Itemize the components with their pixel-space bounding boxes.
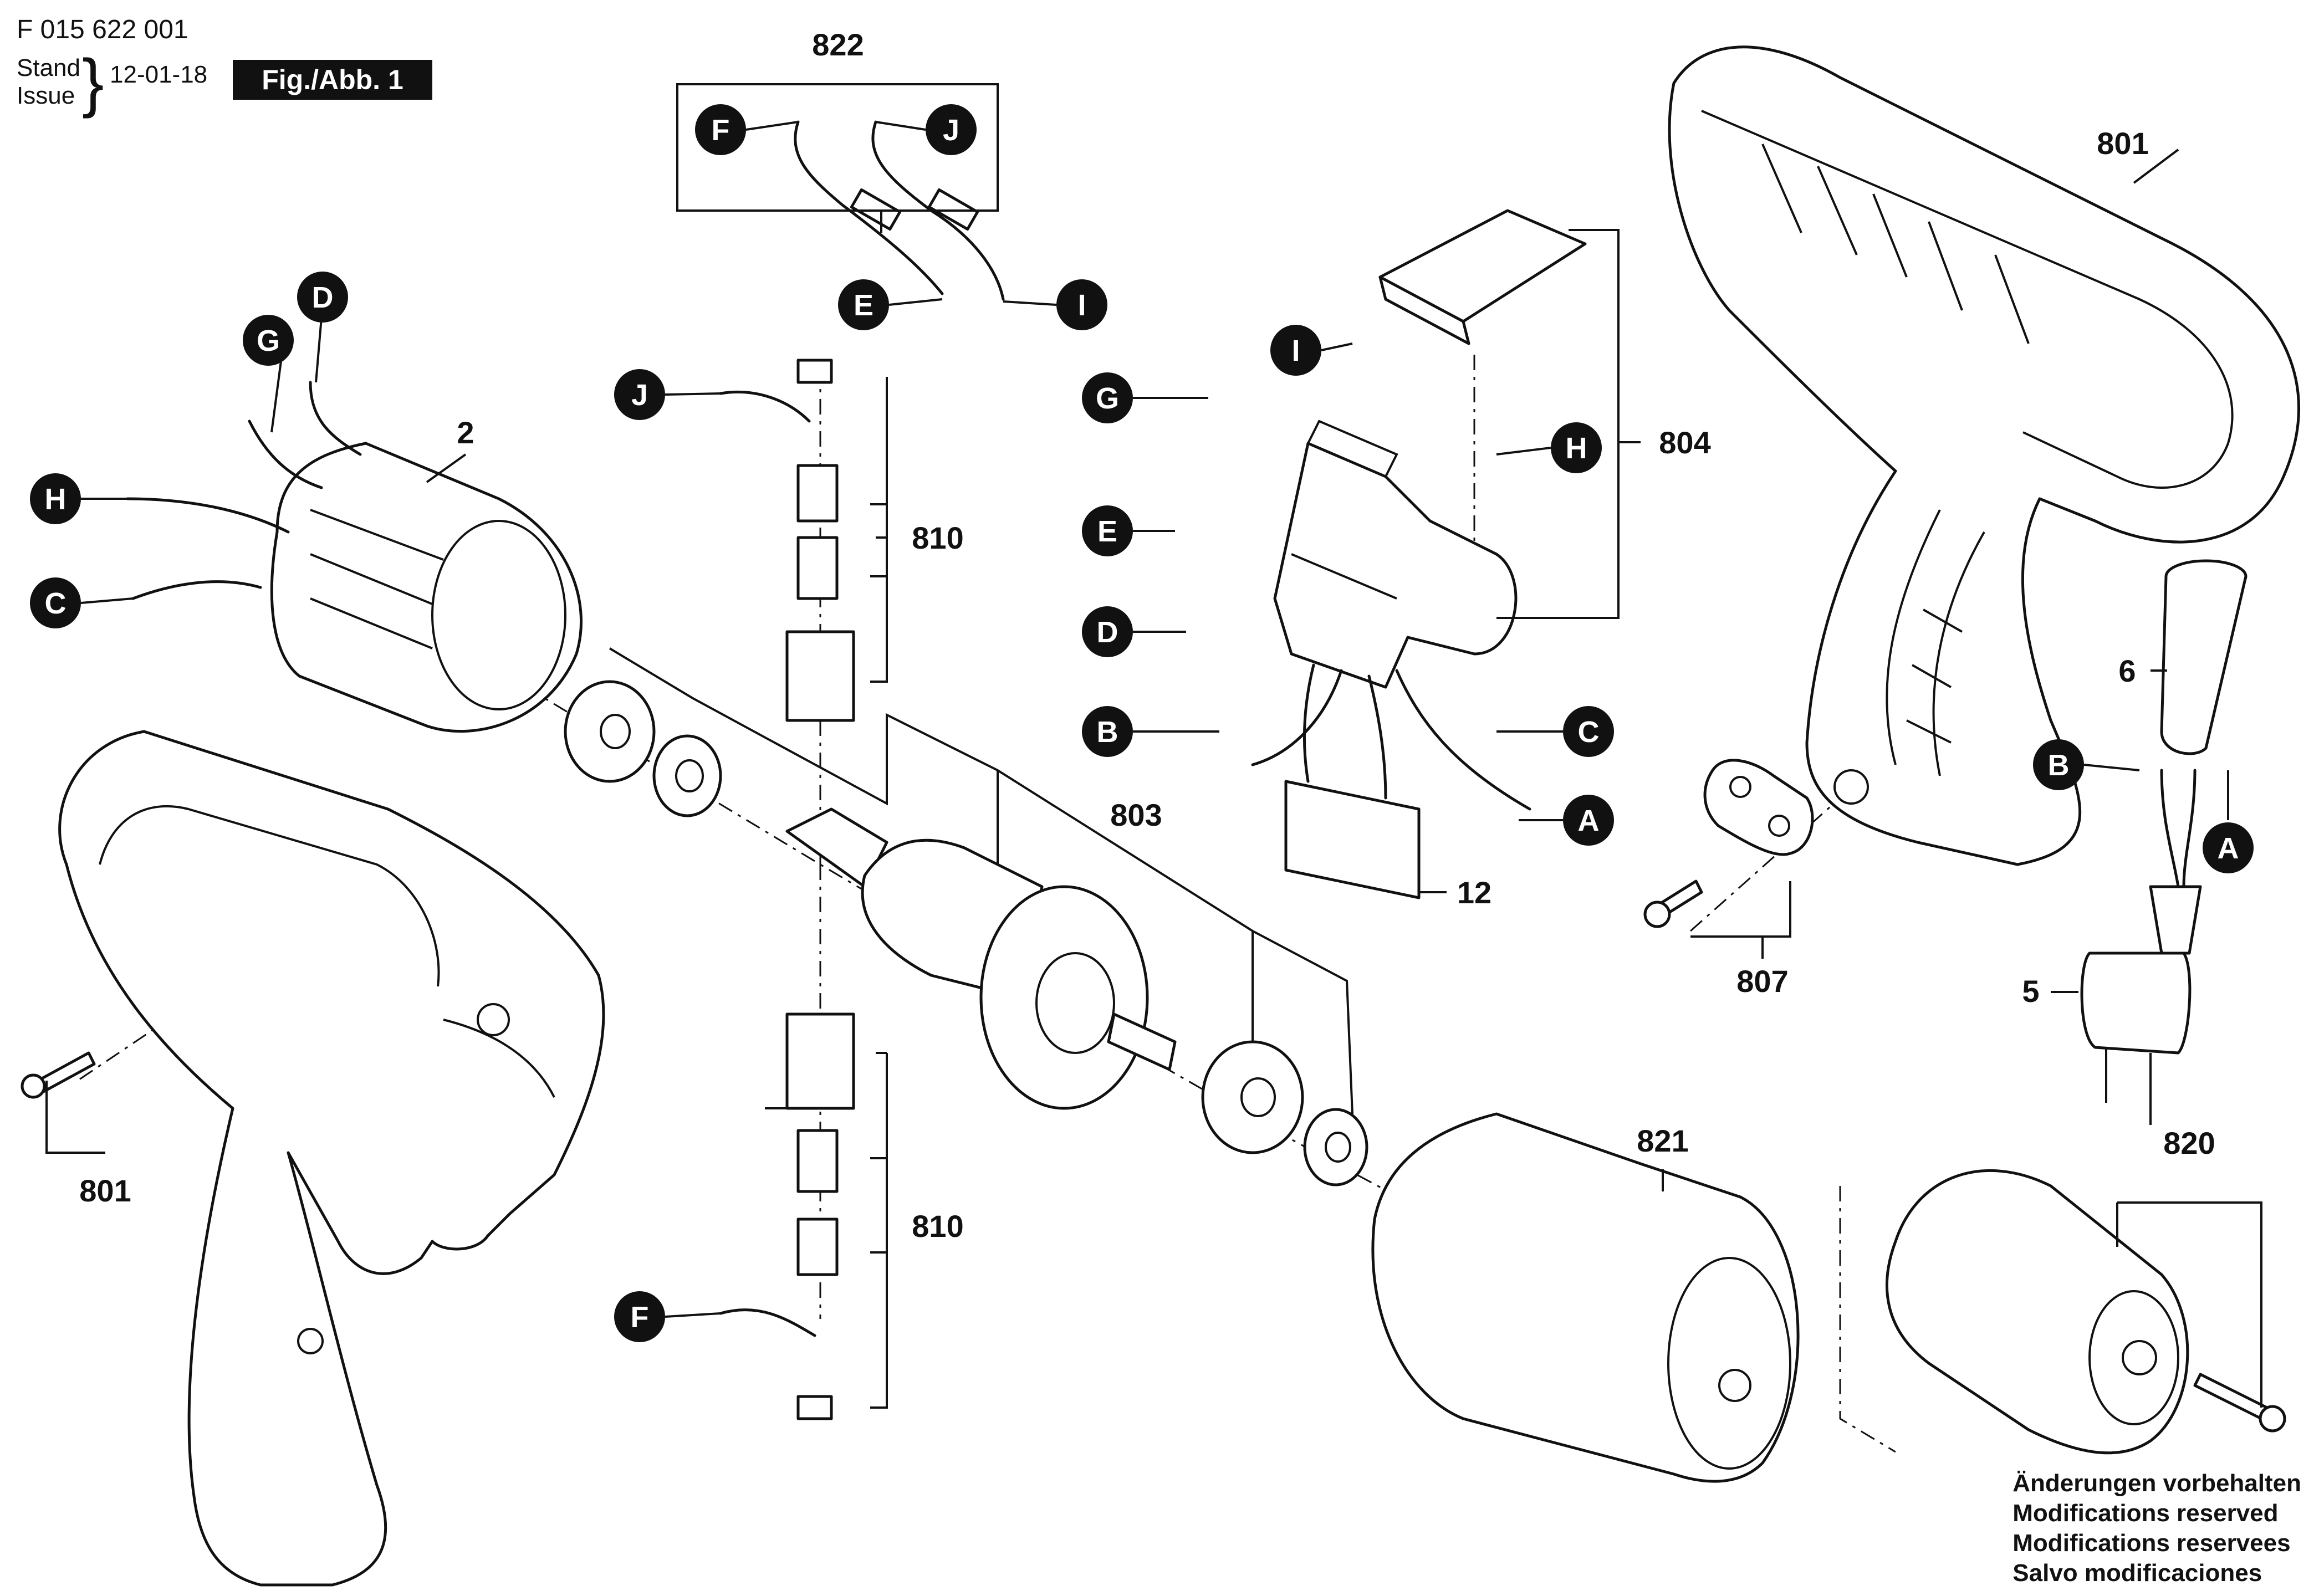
- cable-clamp-part: [1643, 759, 1814, 928]
- brace-glyph: }: [82, 46, 104, 119]
- bullet-F-cable: F: [695, 104, 746, 155]
- stand-issue-label: Stand Issue: [17, 54, 80, 109]
- bullet-E-switch: E: [1082, 505, 1133, 556]
- chuck-part: [1886, 1169, 2286, 1455]
- svg-text:D: D: [1097, 616, 1118, 649]
- brush-holder-bottom-part: [719, 1012, 855, 1420]
- svg-text:F: F: [631, 1301, 649, 1334]
- label-820: 820: [2163, 1126, 2215, 1160]
- drawing-number: F 015 622 001: [17, 15, 188, 44]
- bullet-H-coil: H: [30, 473, 81, 524]
- bullet-B-cord: B: [2033, 739, 2084, 790]
- wire-bullets: F J E I G D H C J F I G H E D B C A B A: [30, 104, 2254, 1342]
- svg-text:C: C: [1578, 715, 1600, 749]
- label-12: 12: [1457, 875, 1491, 910]
- brush-holder-top-part: [719, 359, 855, 722]
- bullet-I-cable: I: [1056, 279, 1107, 330]
- bullet-G-switch: G: [1082, 372, 1133, 423]
- bullet-D-coil: D: [297, 272, 348, 323]
- svg-text:I: I: [1077, 289, 1086, 322]
- bullet-A-cord: A: [2203, 822, 2254, 873]
- svg-text:C: C: [45, 587, 67, 620]
- armature-part: [785, 807, 1177, 1110]
- grommet-part: [2160, 559, 2248, 755]
- svg-text:H: H: [45, 483, 67, 516]
- label-810-bottom: 810: [912, 1209, 963, 1244]
- label-6: 6: [2118, 653, 2136, 688]
- bullet-E-cable: E: [838, 279, 889, 330]
- bullet-F-brush: F: [614, 1291, 665, 1342]
- label-821: 821: [1637, 1123, 1688, 1158]
- bullet-G-coil: G: [243, 315, 294, 366]
- bullet-C-switch: C: [1563, 706, 1614, 757]
- svg-text:H: H: [1566, 432, 1587, 465]
- gear-box-part: [1371, 1112, 1800, 1483]
- svg-text:G: G: [1096, 382, 1119, 415]
- svg-text:A: A: [1578, 804, 1600, 837]
- label-807: 807: [1736, 964, 1788, 999]
- part-number-labels: 822 2 810 810 803 804 12 807 801 6 5 821…: [79, 27, 2215, 1244]
- svg-text:E: E: [1097, 515, 1117, 548]
- svg-text:D: D: [312, 281, 334, 314]
- bullet-C-coil: C: [30, 577, 81, 628]
- svg-text:J: J: [631, 378, 648, 412]
- label-803: 803: [1110, 797, 1162, 832]
- bullet-J-cable: J: [926, 104, 977, 155]
- issue-date: 12-01-18: [110, 61, 208, 88]
- label-2: 2: [457, 415, 474, 450]
- svg-text:B: B: [1097, 715, 1118, 749]
- switch-part: [1251, 209, 1587, 899]
- bullet-H-switch: H: [1551, 422, 1602, 473]
- bullet-B-switch: B: [1082, 706, 1133, 757]
- figure-badge: Fig./Abb. 1: [233, 60, 432, 100]
- label-801-top: 801: [2097, 126, 2148, 161]
- housing-half-right: [1668, 45, 2300, 866]
- housing-half-left: [21, 730, 605, 1587]
- power-cord-part: [2080, 769, 2202, 1125]
- label-810-top: 810: [912, 520, 963, 555]
- svg-text:A: A: [2218, 832, 2239, 865]
- svg-text:E: E: [854, 289, 874, 322]
- label-801-bottom: 801: [79, 1173, 131, 1208]
- svg-text:F: F: [712, 114, 730, 147]
- bullet-A-switch: A: [1563, 795, 1614, 846]
- svg-text:J: J: [943, 114, 959, 147]
- label-822: 822: [812, 27, 864, 62]
- bullet-D-switch: D: [1082, 606, 1133, 657]
- label-5: 5: [2022, 974, 2039, 1009]
- bearing-parts: [564, 680, 1368, 1186]
- modification-note: Änderungen vorbehalten Modifications res…: [2012, 1470, 2301, 1587]
- svg-text:B: B: [2048, 749, 2070, 782]
- bullet-J-brush: J: [614, 369, 665, 420]
- svg-text:G: G: [257, 324, 280, 357]
- field-coil-part: [126, 381, 583, 733]
- svg-text:I: I: [1291, 334, 1300, 367]
- leader-lines: [45, 83, 2262, 1409]
- bullet-I-switch: I: [1270, 325, 1321, 376]
- label-804: 804: [1659, 425, 1710, 460]
